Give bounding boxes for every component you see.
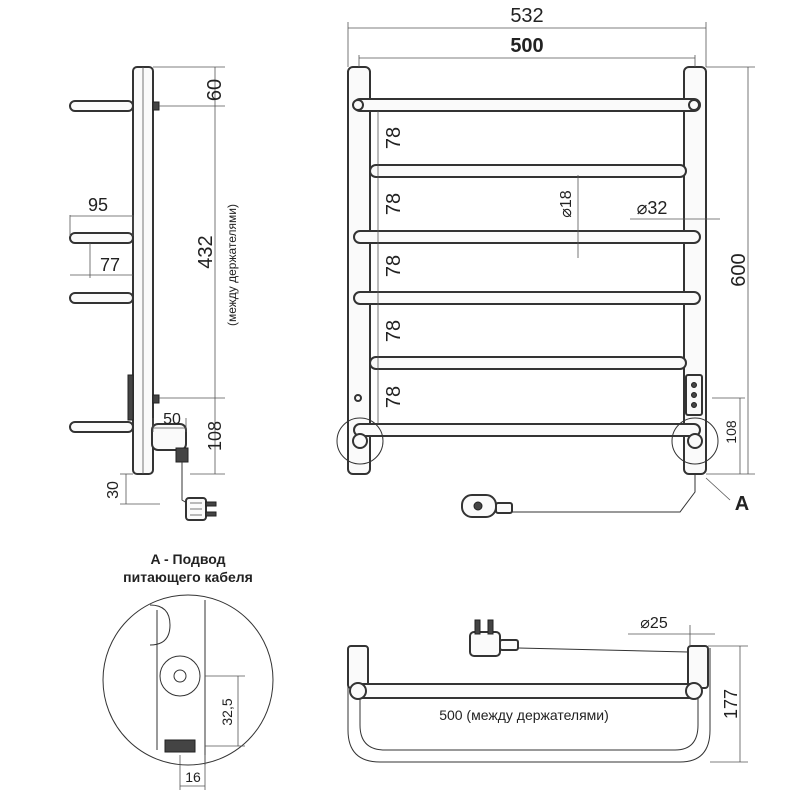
side-dim-cable-offset: 50 [163, 411, 181, 428]
front-dim-step-3: 78 [383, 255, 405, 277]
side-dim-bar-inner: 77 [100, 255, 120, 275]
front-bolt-left [352, 99, 364, 111]
side-bar-4 [69, 421, 134, 433]
top-bolt-left [349, 682, 367, 700]
side-dim-bar-outer: 95 [88, 195, 108, 215]
detail-a: A - Подвод питающего кабеля 32,5 16 [102, 551, 274, 790]
side-view: 60 432 (между держателями) 108 95 77 50 … [69, 66, 239, 521]
detail-a-circle [102, 594, 274, 766]
side-bar-2 [69, 232, 134, 244]
side-dim-holders-note: (между держателями) [225, 204, 239, 326]
side-plug [185, 497, 217, 521]
front-bar-1 [353, 98, 701, 112]
front-screw-left [354, 394, 362, 402]
front-dim-step-5: 78 [383, 386, 405, 408]
front-cable [510, 474, 696, 513]
front-dim-step-2: 78 [383, 193, 405, 215]
front-bar-6 [353, 423, 701, 437]
side-bracket-bottom [152, 394, 160, 404]
front-bar-3 [353, 230, 701, 244]
front-plug [461, 494, 513, 518]
detail-a-title-1: A - Подвод [150, 551, 225, 567]
top-riser-left [347, 645, 369, 689]
front-dim-total-width: 532 [510, 5, 543, 27]
front-bolt-right [688, 99, 700, 111]
front-dim-riser-diameter: ⌀32 [637, 198, 668, 218]
front-dim-bar-diameter: ⌀18 [558, 190, 575, 218]
front-mount-right [671, 417, 719, 465]
front-bar-2 [369, 164, 687, 178]
front-dim-step-1: 78 [383, 127, 405, 149]
side-cable-junction [151, 423, 187, 451]
top-view: ⌀25 177 500 (между держателями) [347, 615, 748, 763]
side-dim-top: 60 [204, 79, 226, 101]
front-callout-a: A [735, 493, 749, 515]
detail-a-gland [164, 739, 196, 753]
front-bar-5 [369, 356, 687, 370]
side-bar-3 [69, 292, 134, 304]
front-dim-bottom: 108 [723, 420, 739, 444]
front-dim-step-4: 78 [383, 320, 405, 342]
top-bar [353, 683, 701, 699]
front-riser-left [347, 66, 371, 475]
side-dim-holders: 432 [195, 235, 217, 268]
side-cable-gland [175, 447, 189, 463]
side-bracket-top [152, 101, 160, 111]
top-dim-holders: 500 (между держателями) [439, 707, 609, 723]
top-plug [469, 619, 519, 657]
front-dim-width: 500 [510, 35, 543, 57]
side-dim-floor: 30 [105, 481, 122, 499]
front-view: 532 500 78 78 78 78 78 ⌀18 ⌀32 600 108 A [336, 5, 755, 518]
front-bar-4 [353, 291, 701, 305]
side-dim-bottom: 108 [205, 421, 225, 451]
detail-a-title-2: питающего кабеля [123, 569, 253, 585]
front-mount-left [336, 417, 384, 465]
detail-a-dim-vertical: 32,5 [219, 698, 235, 725]
top-riser-right [687, 645, 709, 689]
top-dim-diameter: ⌀25 [640, 615, 668, 632]
detail-a-dim-horizontal: 16 [185, 769, 201, 785]
top-cable [517, 647, 689, 653]
front-dim-height: 600 [728, 253, 750, 286]
top-dim-depth: 177 [721, 689, 741, 719]
side-bar-1 [69, 100, 134, 112]
top-bolt-right [685, 682, 703, 700]
side-control-unit [127, 374, 134, 421]
